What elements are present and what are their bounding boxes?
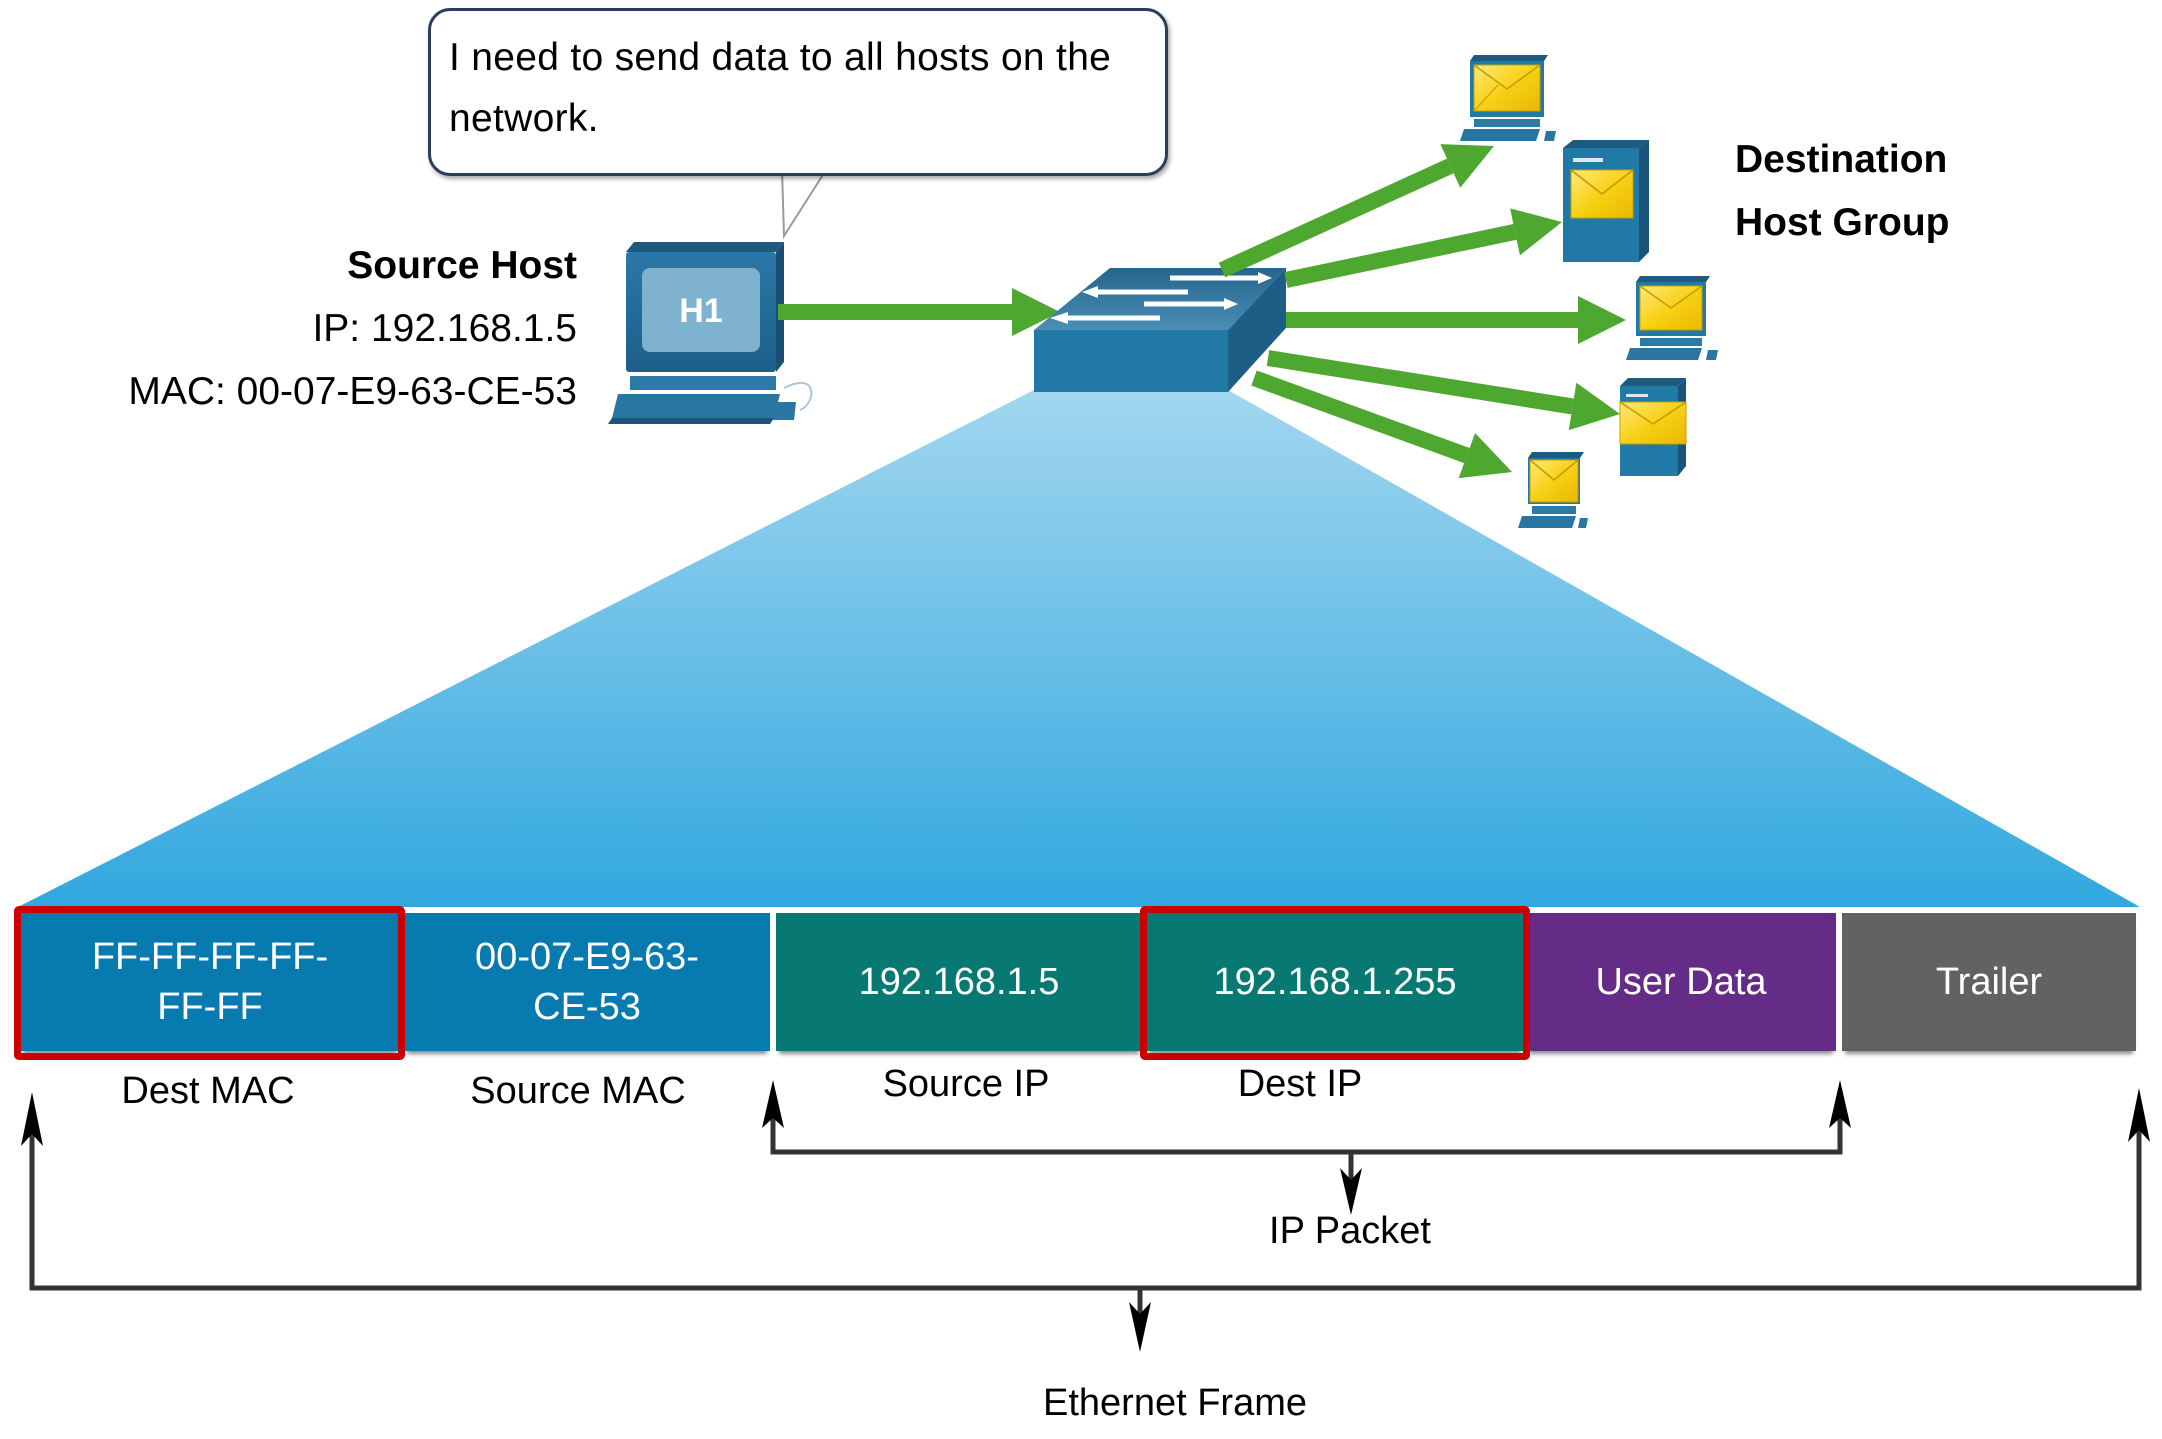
broadcast-arrow-4 (1266, 350, 1620, 431)
broadcast-arrow-1 (1218, 144, 1494, 278)
ethernet-frame-bracket (21, 1088, 2150, 1352)
label-dest-mac: Dest MAC (121, 1070, 295, 1112)
arrow-shaft (1251, 370, 1470, 464)
source-to-switch-arrow (778, 288, 1060, 336)
arrow-shaft (1266, 350, 1574, 415)
field-value: Trailer (1935, 961, 2043, 1003)
destination-host-5-pc (1518, 452, 1588, 528)
destination-host-1-pc (1460, 55, 1556, 141)
destination-host-3-pc (1626, 276, 1718, 360)
broadcast-arrow-2 (1284, 208, 1562, 288)
arrow-shaft (1286, 312, 1578, 328)
arrow-shaft (1218, 158, 1454, 278)
field-value-line2: CE-53 (533, 986, 641, 1028)
label-source-mac: Source MAC (470, 1070, 686, 1112)
switch-icon (1034, 268, 1286, 392)
field-value: 192.168.1.5 (858, 961, 1060, 1003)
broadcast-arrows (1218, 144, 1626, 479)
arrow-head (1440, 144, 1494, 188)
field-user-data: User Data (1526, 913, 1836, 1051)
arrow-shaft (1284, 224, 1517, 288)
field-value-line1: 00-07-E9-63- (475, 936, 699, 978)
arrow-head (1510, 208, 1562, 256)
host-screen-label: H1 (679, 292, 722, 330)
field-value: 192.168.1.255 (1213, 961, 1457, 1003)
field-dest-mac: FF-FF-FF-FF- FF-FF (20, 913, 400, 1051)
destination-group-title-line2: Host Group (1735, 201, 1950, 244)
speech-bubble-text: I need to send data to all hosts on the … (449, 36, 1112, 140)
broadcast-arrow-3 (1286, 296, 1626, 344)
arrow-head (1578, 296, 1626, 344)
destination-host-4-server (1619, 378, 1687, 476)
field-dest-ip: 192.168.1.255 (1146, 913, 1524, 1051)
arrow-head (1458, 433, 1512, 479)
field-source-ip: 192.168.1.5 (776, 913, 1142, 1051)
broadcast-arrow-5 (1251, 370, 1512, 479)
source-host-pc-icon: H1 (608, 242, 813, 424)
source-host-ip: IP: 192.168.1.5 (312, 307, 577, 350)
field-value-line1: FF-FF-FF-FF- (91, 936, 329, 978)
arrow-head (1568, 382, 1620, 431)
field-value: User Data (1595, 961, 1767, 1003)
destination-group-title-line1: Destination (1735, 138, 1948, 181)
ip-packet-label: IP Packet (1269, 1210, 1431, 1252)
zoom-projection (18, 390, 2140, 907)
source-host-mac: MAC: 00-07-E9-63-CE-53 (128, 370, 577, 413)
source-host-title: Source Host (347, 244, 577, 287)
field-value-line2: FF-FF (157, 986, 263, 1028)
destination-host-2-server (1563, 140, 1649, 262)
field-trailer: Trailer (1842, 913, 2136, 1051)
speech-bubble: I need to send data to all hosts on the … (428, 8, 1168, 176)
field-source-mac: 00-07-E9-63- CE-53 (404, 913, 770, 1051)
label-source-ip: Source IP (882, 1063, 1050, 1105)
ethernet-frame-label: Ethernet Frame (1043, 1382, 1307, 1424)
ip-packet-bracket (762, 1080, 1851, 1215)
label-dest-ip: Dest IP (1237, 1063, 1363, 1105)
